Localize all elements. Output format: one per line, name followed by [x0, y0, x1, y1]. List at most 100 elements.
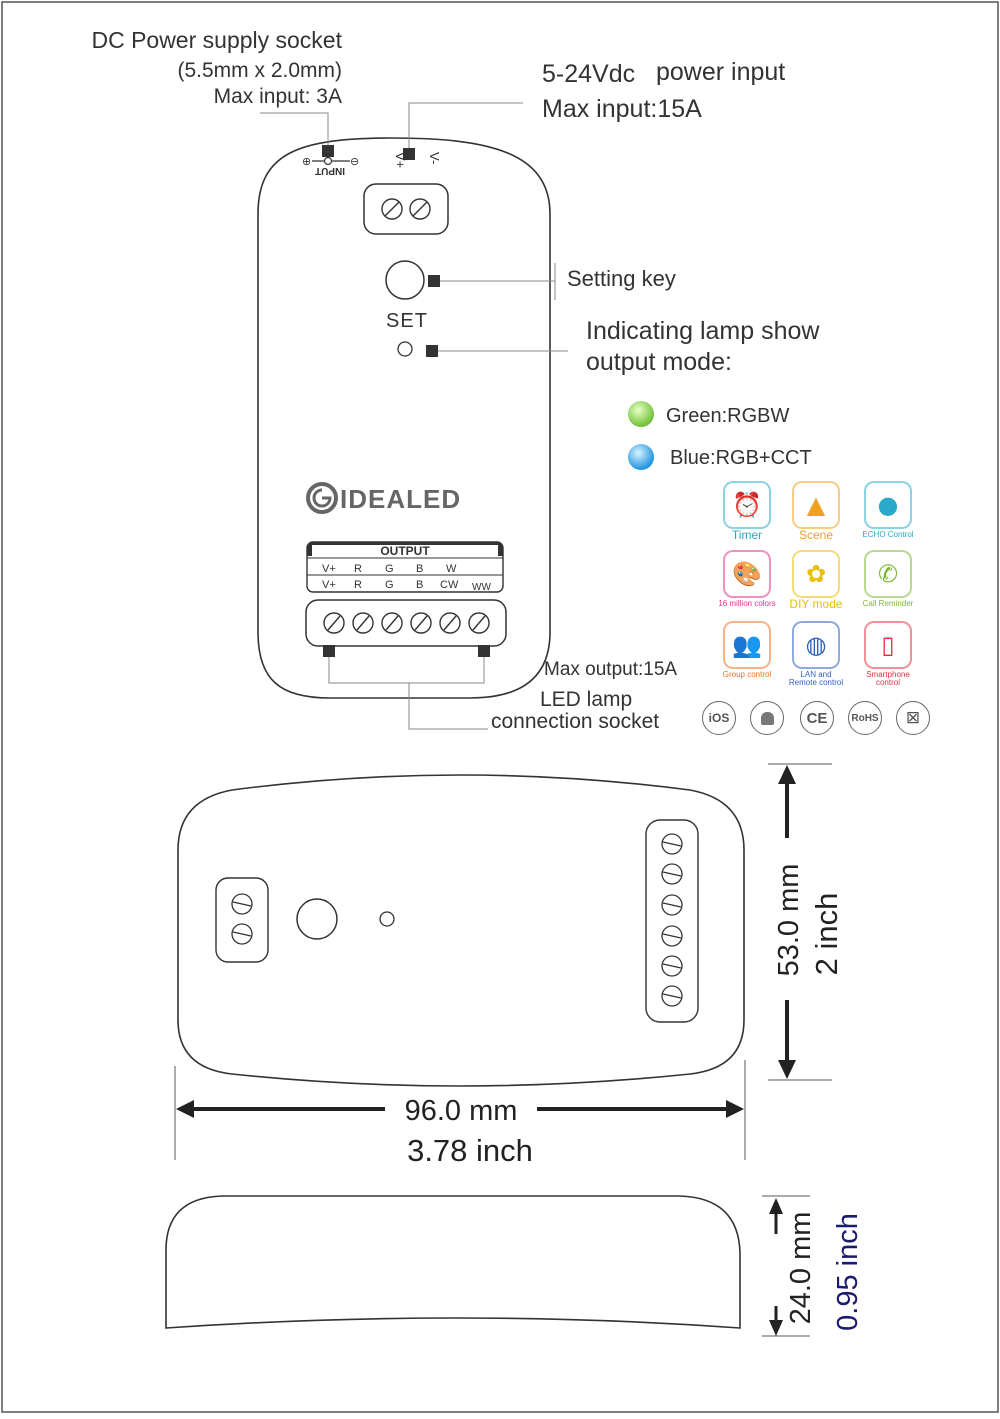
- output-screw-4: [410, 612, 432, 634]
- film-reel-icon: ✿: [805, 560, 827, 588]
- scene-feature-label: Scene: [798, 528, 834, 542]
- depth-dimension: [762, 1195, 810, 1337]
- group-feature: 👥: [723, 621, 771, 669]
- out2-b: B: [416, 579, 423, 591]
- android-badge: [750, 701, 784, 735]
- out1-vplus: V+: [322, 563, 336, 575]
- output-terminal-block: [305, 599, 507, 647]
- depth-mm-label: 24.0 mm: [785, 1212, 817, 1325]
- front-output-screw-2: [661, 863, 683, 885]
- front-output-screw-5: [661, 955, 683, 977]
- front-power-screw-2: [231, 923, 253, 945]
- out2-vplus: V+: [322, 579, 336, 591]
- call-feature: ✆: [864, 550, 912, 598]
- echo-feature: ●: [864, 481, 912, 529]
- ios-badge: iOS: [702, 701, 736, 735]
- scene-feature: ▲: [792, 481, 840, 529]
- weee-bin-icon: ⊠: [905, 708, 921, 728]
- height-arrow: [778, 765, 796, 1079]
- output-header: OUTPUT: [380, 544, 430, 558]
- height-inch-label: 2 inch: [809, 893, 844, 976]
- led-socket-label-2: connection socket: [491, 710, 659, 733]
- power-input-voltage: 5-24Vdc: [542, 60, 635, 88]
- group-icon: 👥: [732, 631, 762, 659]
- depth-inch-label: 0.95 inch: [832, 1213, 864, 1331]
- echo-icon: ●: [877, 491, 899, 519]
- indicator-lamp: [397, 341, 413, 357]
- smartphone-icon: ▯: [881, 631, 895, 659]
- smartphone-feature-label: Smartphone control: [866, 670, 910, 687]
- device-side-outline: [165, 1195, 741, 1329]
- front-output-screws: [661, 833, 683, 1007]
- green-led-icon: [628, 401, 654, 427]
- front-power-screw-1: [231, 893, 253, 915]
- globe-icon: ◍: [805, 631, 827, 659]
- height-mm-label: 53.0 mm: [773, 864, 805, 977]
- power-input-max: Max input:15A: [542, 95, 702, 123]
- power-terminal-block: [363, 183, 449, 235]
- device-front-outline: [177, 774, 745, 1087]
- front-set-key: [296, 898, 338, 940]
- output-screw-3: [381, 612, 403, 634]
- out1-g: G: [385, 563, 394, 575]
- callout-markers: [322, 145, 490, 657]
- power-v-minus-label: V-: [427, 152, 442, 164]
- diy-feature: ✿: [792, 550, 840, 598]
- out2-ww: WW: [472, 582, 491, 593]
- out2-cw: CW: [440, 579, 459, 591]
- group-feature-label: Group control: [722, 670, 772, 679]
- front-power-terminal: [215, 877, 269, 963]
- mode-blue-label: Blue:RGB+CCT: [670, 447, 812, 469]
- out1-b: B: [416, 563, 423, 575]
- ce-badge: CE: [800, 701, 834, 735]
- width-inch-label: 3.78 inch: [407, 1133, 533, 1168]
- echo-feature-label: ECHO Control: [862, 530, 914, 539]
- output-screws: [323, 612, 490, 634]
- dc-socket-size: (5.5mm x 2.0mm): [177, 59, 342, 82]
- call-feature-label: Call Reminder: [862, 599, 914, 608]
- dc-socket-max: Max input: 3A: [214, 85, 342, 108]
- output-screw-5: [439, 612, 461, 634]
- mode-green-label: Green:RGBW: [666, 405, 789, 427]
- svg-text:⊕: ⊕: [302, 156, 311, 168]
- alarm-clock-icon: ⏰: [732, 491, 762, 519]
- set-key: [385, 260, 425, 300]
- ios-text: iOS: [708, 711, 730, 725]
- front-output-terminal: [645, 819, 699, 1023]
- width-mm-label: 96.0 mm: [405, 1095, 518, 1127]
- max-output-label: Max output:15A: [544, 659, 677, 680]
- output-screw-2: [352, 612, 374, 634]
- front-output-screw-1: [661, 833, 683, 855]
- width-arrow: [176, 1100, 744, 1118]
- android-icon: [760, 711, 774, 725]
- colors-feature: 🎨: [723, 550, 771, 598]
- diy-feature-label: DIY mode: [789, 597, 843, 611]
- depth-arrow: [769, 1198, 783, 1336]
- brand-name: IDEALED: [340, 484, 461, 514]
- svg-text:⊖: ⊖: [350, 156, 359, 168]
- indicator-label-2: output mode:: [586, 348, 732, 376]
- out2-r: R: [354, 579, 362, 591]
- front-output-screw-6: [661, 985, 683, 1007]
- scene-icon: ▲: [806, 491, 826, 519]
- led-socket-label-1: LED lamp: [540, 688, 632, 711]
- output-label-table: OUTPUT V+ R G B W V+ R G B CW WW: [306, 541, 504, 593]
- front-output-screw-4: [661, 925, 683, 947]
- rohs-text: RoHS: [851, 712, 879, 724]
- power-input-text: power input: [656, 58, 785, 86]
- out1-w: W: [446, 563, 457, 575]
- front-indicator: [379, 911, 395, 927]
- front-output-screw-3: [661, 894, 683, 916]
- timer-feature-label: Timer: [731, 528, 763, 542]
- indicator-label-1: Indicating lamp show: [586, 317, 820, 345]
- set-label: SET: [386, 310, 428, 332]
- dc-socket-title: DC Power supply socket: [91, 27, 342, 53]
- width-dimension: [174, 1060, 746, 1160]
- rohs-badge: RoHS: [848, 701, 882, 735]
- timer-feature: ⏰: [723, 481, 771, 529]
- smartphone-feature: ▯: [864, 621, 912, 669]
- callout-lines: [260, 102, 568, 730]
